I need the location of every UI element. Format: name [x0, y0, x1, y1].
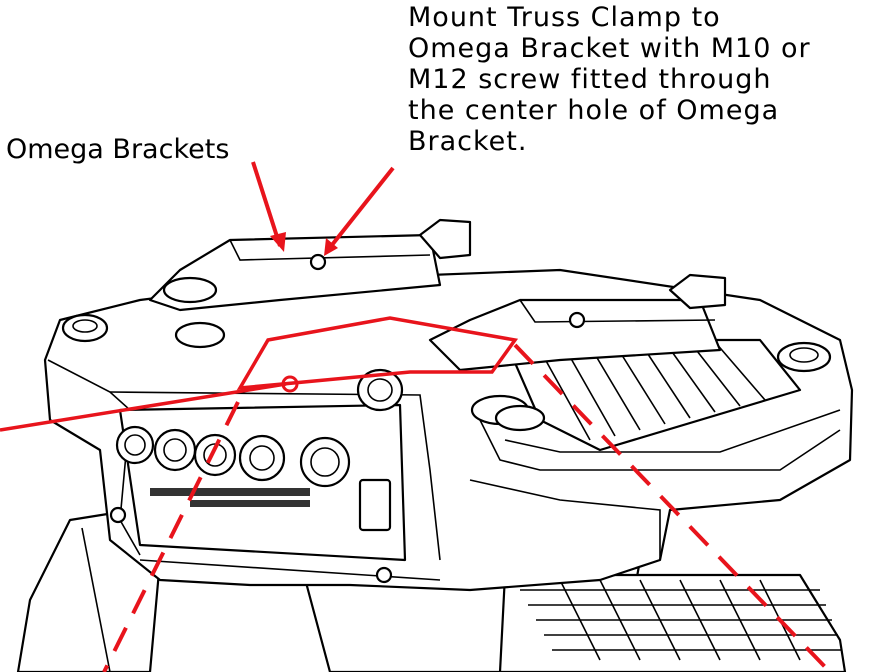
safety-point-leader: [0, 382, 287, 432]
connector-1: [115, 425, 155, 465]
center-hole-arrowhead: [324, 238, 338, 256]
omega-brackets-arrow-line: [251, 161, 282, 247]
instruction-line-1: Mount Truss Clamp to: [408, 2, 721, 33]
safety-cable-left: [102, 401, 240, 672]
omega-brackets-label: Omega Brackets: [6, 134, 230, 165]
truss-clamp-outline: [236, 316, 519, 391]
omega-brackets-arrowhead: [270, 232, 286, 252]
ethernet-port: [358, 478, 392, 532]
instruction-line-2: Omega Bracket with M10 or: [408, 33, 811, 64]
connector-4: [238, 434, 286, 482]
center-hole-arrow-line: [326, 166, 395, 252]
instruction-line-3: M12 screw fitted through: [408, 64, 772, 95]
instruction-line-4: the center hole of Omega: [408, 95, 780, 126]
connector-2: [153, 428, 197, 472]
connector-3: [193, 433, 237, 477]
mount-instruction-text: Mount Truss Clamp to Omega Bracket with …: [408, 2, 852, 157]
annotations: [0, 161, 832, 672]
safety-eyelet-marker: [281, 375, 299, 393]
connector-panel: [109, 403, 407, 584]
power-in-connector: [299, 436, 351, 488]
instruction-line-5: Bracket.: [408, 126, 528, 157]
mounting-studs: [61, 313, 832, 432]
center-hole: [309, 253, 327, 271]
omega-bracket-left: [148, 218, 472, 312]
heat-sink: [503, 338, 802, 452]
safety-cable-right: [513, 343, 832, 672]
